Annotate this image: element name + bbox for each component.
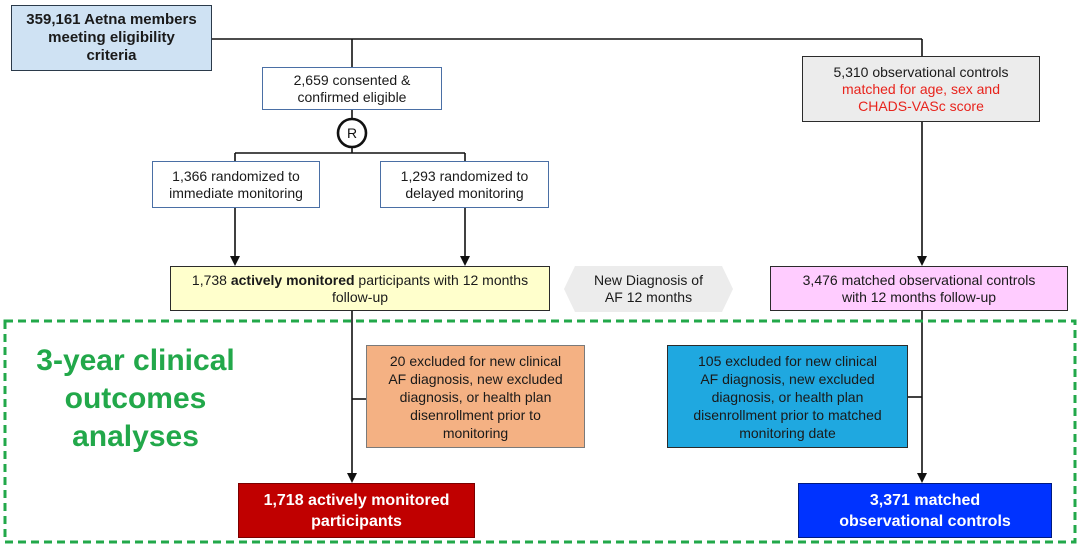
new-diagnosis-line-1: New Diagnosis of <box>594 272 703 288</box>
new-diagnosis-line-2: AF 12 months <box>604 289 693 305</box>
svg-text:R: R <box>347 125 357 141</box>
outcomes-dashed-border <box>3 319 1077 544</box>
matched-line-1: 3,476 matched observational controls <box>802 271 1036 288</box>
immediate-line-1: 1,366 randomized to <box>172 167 300 184</box>
consented-box: 2,659 consented & confirmed eligible <box>262 67 442 110</box>
matched-controls-box: 3,476 matched observational controls wit… <box>770 266 1068 311</box>
controls-line-3: CHADS-VASc score <box>858 97 984 114</box>
final-monitored-box: 1,718 actively monitored participants <box>238 483 475 538</box>
monitored-suffix: participants with 12 months <box>354 271 529 288</box>
consented-line-1: 2,659 consented & <box>293 71 411 88</box>
excluded-controls-box: 105 excluded for new clinical AF diagnos… <box>667 345 908 448</box>
excluded-controls-line-3: diagnosis, or health plan <box>711 388 864 405</box>
delayed-line-1: 1,293 randomized to <box>400 167 529 184</box>
controls-line-1: 5,310 observational controls <box>833 63 1009 80</box>
eligible-line-1: 359,161 Aetna members <box>26 11 197 28</box>
monitored-line-2: follow-up <box>331 288 389 305</box>
controls-line-2: matched for age, sex and <box>842 80 1000 97</box>
outcomes-line-2: outcomes <box>64 382 207 415</box>
immediate-line-2: immediate monitoring <box>169 184 303 201</box>
outcomes-label: 3-year clinical outcomes analyses <box>18 342 253 456</box>
excluded-controls-line-5: monitoring date <box>739 424 836 441</box>
excluded-controls-line-4: disenrollment prior to matched <box>693 406 882 423</box>
excluded-monitored-line-1: 20 excluded for new clinical <box>389 352 562 369</box>
delayed-line-2: delayed monitoring <box>405 184 524 201</box>
excluded-monitored-line-5: monitoring <box>442 424 509 441</box>
delayed-monitoring-box: 1,293 randomized to delayed monitoring <box>380 161 549 208</box>
actively-monitored-box: 1,738 actively monitored participants wi… <box>170 266 550 311</box>
observational-controls-box: 5,310 observational controls matched for… <box>802 56 1040 122</box>
consented-line-2: confirmed eligible <box>297 88 407 105</box>
eligible-members-box: 359,161 Aetna members meeting eligibilit… <box>11 5 212 71</box>
excluded-monitored-line-4: disenrollment prior to <box>410 406 541 423</box>
excluded-controls-line-1: 105 excluded for new clinical <box>698 352 877 369</box>
matched-line-2: with 12 months follow-up <box>841 288 997 305</box>
new-diagnosis-label: New Diagnosis of AF 12 months <box>575 266 722 312</box>
monitored-bold: actively monitored <box>230 271 355 288</box>
eligible-line-2: meeting eligibility <box>48 29 175 46</box>
monitored-line-1: 1,738 actively monitored participants wi… <box>192 272 528 289</box>
outcomes-line-1: 3-year clinical <box>36 344 235 377</box>
final-monitored-line-2: participants <box>311 512 402 530</box>
monitored-prefix: 1,738 <box>191 271 231 288</box>
final-controls-line-2: observational controls <box>839 512 1011 530</box>
excluded-monitored-line-3: diagnosis, or health plan <box>399 388 552 405</box>
randomization-symbol: R <box>347 125 357 141</box>
final-controls-line-1: 3,371 matched <box>869 491 981 509</box>
excluded-monitored-box: 20 excluded for new clinical AF diagnosi… <box>366 345 585 448</box>
eligible-line-3: criteria <box>86 47 137 64</box>
new-diagnosis-shape <box>564 266 733 312</box>
excluded-monitored-line-2: AF diagnosis, new excluded <box>388 370 563 387</box>
final-controls-box: 3,371 matched observational controls <box>798 483 1052 538</box>
final-monitored-line-1: 1,718 actively monitored <box>263 491 450 509</box>
outcomes-line-3: analyses <box>72 420 199 453</box>
excluded-controls-line-2: AF diagnosis, new excluded <box>700 370 875 387</box>
immediate-monitoring-box: 1,366 randomized to immediate monitoring <box>152 161 320 208</box>
randomization-circle <box>336 117 368 149</box>
